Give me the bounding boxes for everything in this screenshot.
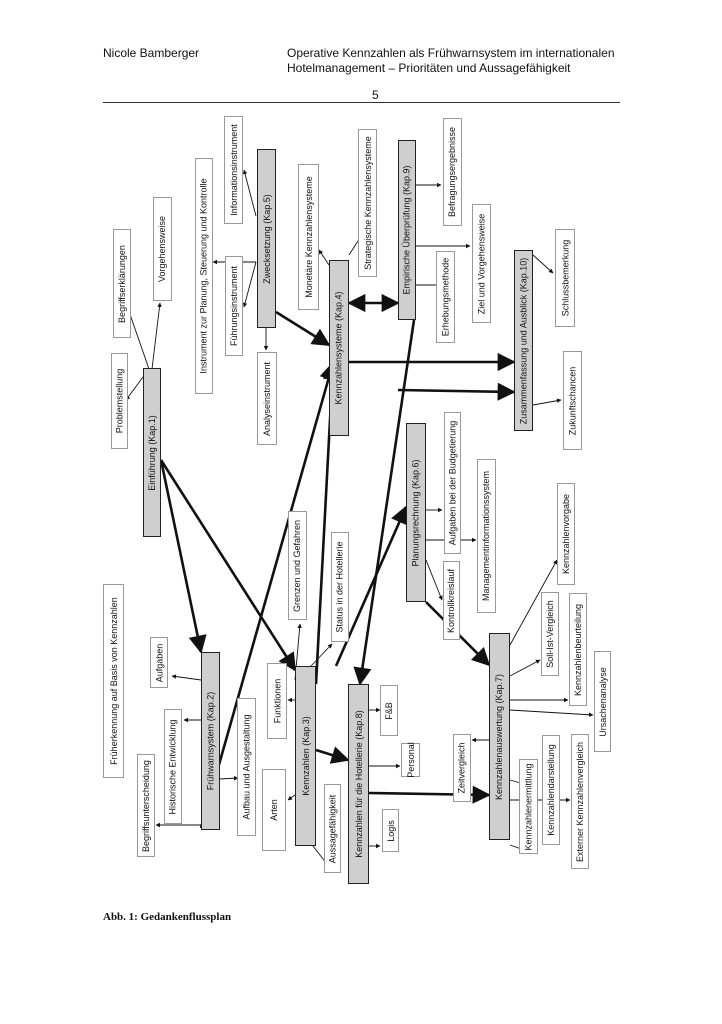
thin-arrow-17 <box>425 559 443 601</box>
thick-arrow-10 <box>315 746 350 764</box>
node-empirisch: Empirische Überprüfung (Kap.9) <box>398 140 416 320</box>
header-title-line-2: Hotelmanagement – Prioritäten und Aussag… <box>287 61 571 75</box>
thick-arrow-1 <box>159 459 207 654</box>
node-aussagefaehigkeit: Aussagefähigkeit <box>324 784 341 873</box>
figure-caption: Abb. 1: Gedankenflussplan <box>103 911 232 923</box>
node-zeitvergleich: Zeitvergleich <box>453 734 471 802</box>
node-personal: Personal <box>401 742 420 778</box>
header-title-line-1: Operative Kennzahlen als Frühwarnsystem … <box>287 46 615 60</box>
thick-arrow-3 <box>199 361 338 829</box>
thick-arrow-9 <box>353 319 416 686</box>
thick-arrow-12 <box>368 785 491 804</box>
node-aufgaben-budget: Aufgaben bei der Budgetierung <box>444 412 461 554</box>
node-logis: Logis <box>382 809 399 852</box>
node-ziel-vorgehensweise: Ziel und Vorgehensweise <box>472 204 491 323</box>
node-fruehererkennung: Früherkennung auf Basis von Kennzahlen <box>103 584 124 778</box>
node-problemstellung: Problemstellung <box>111 353 128 449</box>
thin-arrow-30 <box>509 559 558 646</box>
node-zwecksetzung: Zwecksetzung (Kap.5) <box>257 149 276 328</box>
node-informationsinstrument: Informationsinstrument <box>224 116 243 224</box>
node-hotellerie: Kennzahlen für die Hotellerie (Kap.8) <box>348 684 369 884</box>
node-planungsrechnung: Planungsrechnung (Kap.6) <box>406 423 426 602</box>
node-kennzahlen: Kennzahlen (Kap.3) <box>295 666 316 846</box>
node-aufbau: Aufbau und Ausgestaltung <box>237 698 256 836</box>
node-vorgehensweise: Vorgehensweise <box>153 197 172 301</box>
node-einfuehrung: Einführung (Kap.1) <box>143 368 161 537</box>
node-grenzen: Grenzen und Gefahren <box>288 511 307 620</box>
node-darstellung: Kennzahlendarstellung <box>542 735 560 845</box>
node-kennzahlenauswertung: Kennzahlenauswertung (Kap.7) <box>489 633 510 840</box>
node-externer: Externer Kennzahlenvergleich <box>571 734 589 869</box>
node-fuehrungsinstrument: Führungsinstrument <box>225 256 243 356</box>
thin-arrow-6 <box>242 261 257 308</box>
node-analyseinstrument: Analyseinstrument <box>257 352 277 445</box>
node-funktionen: Funktionen <box>267 663 287 739</box>
thick-arrow-2 <box>159 459 297 672</box>
node-kennzahlenvorgabe: Kennzahlenvorgabe <box>557 483 575 585</box>
node-fb: F&B <box>380 685 398 736</box>
node-soll-ist: Soll-Ist-Vergleich <box>541 592 559 676</box>
header-rule <box>103 102 620 103</box>
thin-arrow-8 <box>318 249 330 266</box>
node-arten: Arten <box>262 769 286 851</box>
thin-arrow-13 <box>532 254 554 274</box>
node-aufgaben: Aufgaben <box>150 637 168 688</box>
node-erhebungsmethode: Erhebungsmethode <box>436 251 455 343</box>
thin-arrow-25 <box>287 794 296 801</box>
node-ermittlung: Kennzahlenermittlung <box>519 759 538 854</box>
thick-arrow-8 <box>397 382 516 401</box>
node-kontrollkreislauf: Kontrollkreislauf <box>443 561 460 640</box>
thin-arrow-23 <box>310 643 333 667</box>
node-instr-planung: Instrument zur Planung, Steuerung und Ko… <box>195 158 213 394</box>
node-strategische: Strategische Kennzahlensysteme <box>358 129 377 277</box>
page-number: 5 <box>372 88 379 102</box>
node-beurteilung: Kennzahlenbeurteilung <box>569 593 587 706</box>
node-mis: Managementinformationssystem <box>477 459 496 613</box>
thin-arrow-3 <box>151 302 162 370</box>
node-historische: Historische Entwicklung <box>164 709 182 824</box>
node-status: Status in der Hotellerie <box>331 532 349 642</box>
node-ursachenanalyse: Ursachenanalyse <box>594 651 611 752</box>
thin-arrow-14 <box>532 398 562 406</box>
node-befragungsergebnisse: Befragungsergebnisse <box>443 118 462 226</box>
node-monetaere: Monetäre Kennzahlensysteme <box>298 164 319 310</box>
node-zukunftschancen: Zukunftschancen <box>563 351 582 450</box>
thick-arrow-5 <box>275 310 331 347</box>
node-begriffserklaerungen: Begriffserklärungen <box>113 229 131 338</box>
node-begriffsunterscheidung: Begriffsunterscheidung <box>137 754 155 857</box>
node-fruehwarnsystem: Frühwarnsystem (Kap.2) <box>201 652 220 830</box>
node-schlussbemerkung: Schlussbemerkung <box>555 229 575 327</box>
node-kennzahlensysteme: Kennzahlensysteme (Kap.4) <box>329 260 349 436</box>
thin-arrow-4 <box>242 169 257 217</box>
node-zusammenfassung: Zusammenfassung und Ausblick (Kap.10) <box>514 250 533 431</box>
thin-arrow-18 <box>171 674 202 681</box>
thin-arrow-33 <box>509 709 594 718</box>
header-author: Nicole Bamberger <box>103 46 200 60</box>
thin-arrow-31 <box>509 659 541 677</box>
